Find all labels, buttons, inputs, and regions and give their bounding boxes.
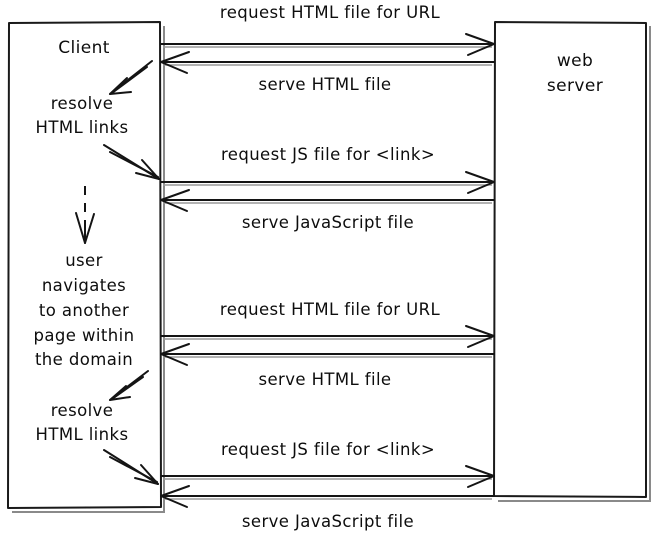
client-note-resolve-2-line1: resolve	[51, 401, 114, 420]
message-arrow-2[interactable]	[160, 51, 495, 74]
message-arrow-3[interactable]	[160, 171, 495, 194]
client-actor-label: Client	[58, 38, 110, 58]
client-box-outline	[7, 21, 162, 509]
internal-arrow-request-js-1	[103, 144, 160, 180]
client-note-navigate-line4: page within	[34, 326, 135, 345]
message-label-2: serve HTML file	[259, 75, 392, 94]
internal-arrow-resolve-1	[109, 60, 153, 95]
message-label-6: serve HTML file	[259, 370, 392, 389]
message-arrow-7[interactable]	[160, 465, 495, 488]
message-label-8: serve JavaScript file	[242, 512, 414, 531]
internal-arrow-request-js-2	[103, 449, 159, 485]
message-label-4: serve JavaScript file	[242, 213, 414, 232]
client-note-resolve-2-line2: HTML links	[36, 425, 129, 444]
client-note-resolve-1-line1: resolve	[51, 94, 114, 113]
message-label-5: request HTML file for URL	[220, 300, 441, 319]
client-note-navigate-line5: the domain	[35, 350, 133, 369]
message-arrow-8[interactable]	[160, 485, 495, 508]
web-server-actor-box[interactable]	[493, 21, 651, 502]
client-box-shadow	[12, 26, 165, 513]
client-actor-box[interactable]	[7, 21, 165, 513]
message-label-3: request JS file for <link>	[221, 145, 435, 164]
web-server-actor-label-line1: web	[557, 51, 593, 71]
web-server-actor-label-line2: server	[547, 76, 603, 96]
message-arrow-4[interactable]	[160, 189, 495, 212]
client-note-navigate-line2: navigates	[42, 276, 126, 295]
web-server-box-shadow	[498, 26, 651, 502]
message-arrow-5[interactable]	[160, 325, 495, 348]
message-label-1: request HTML file for URL	[220, 3, 441, 22]
message-arrow-6[interactable]	[160, 343, 495, 366]
internal-dashed-flow-arrow	[75, 186, 95, 244]
client-note-navigate-line1: user	[65, 251, 103, 270]
message-arrow-1[interactable]	[160, 33, 495, 56]
internal-arrow-resolve-2	[109, 370, 149, 401]
client-note-resolve-1-line2: HTML links	[36, 118, 129, 137]
web-server-box-outline	[493, 21, 647, 498]
client-note-navigate-line3: to another	[39, 301, 129, 320]
message-label-7: request JS file for <link>	[221, 440, 435, 459]
